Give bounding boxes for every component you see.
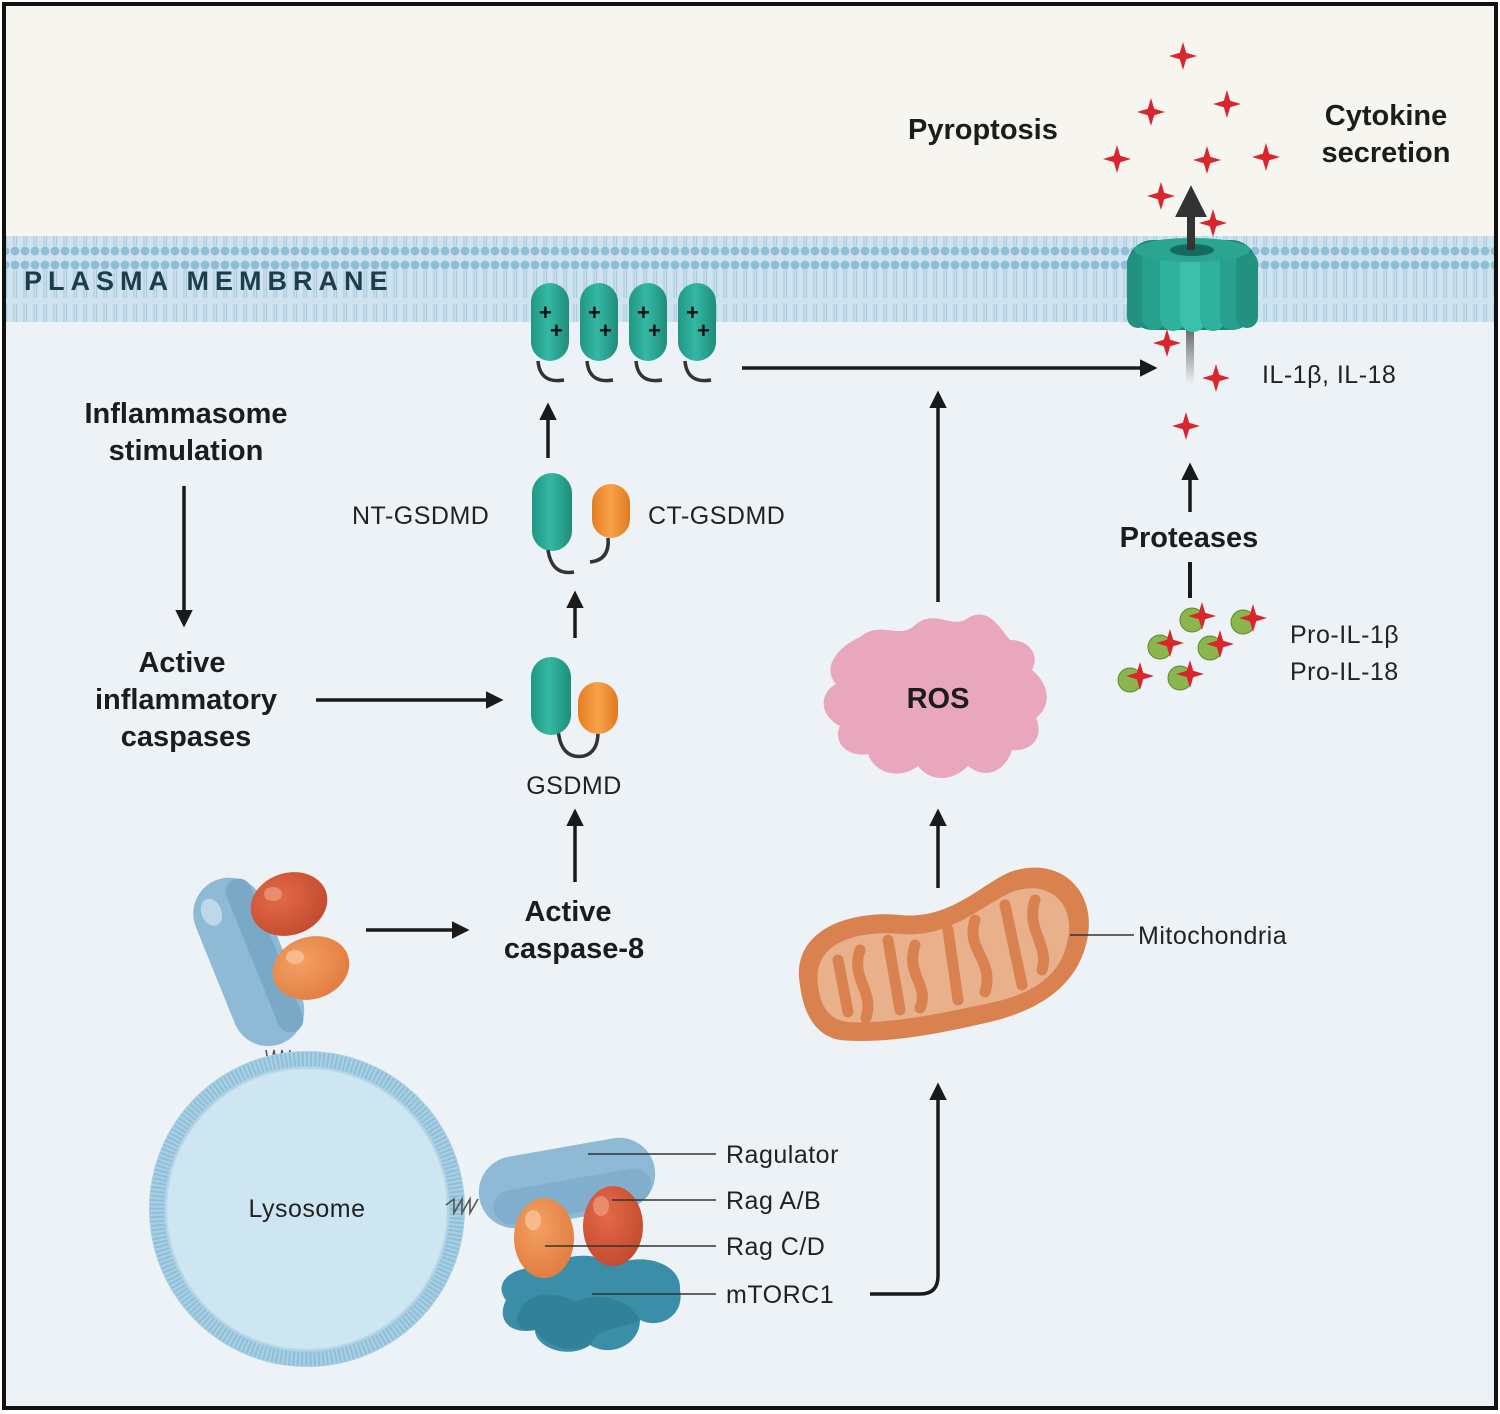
ros-cloud xyxy=(823,614,1047,778)
pro-il-18-label: Pro-IL-18 xyxy=(1290,658,1399,686)
rag-cd-label: Rag C/D xyxy=(726,1233,825,1261)
cytokine-secretion-label-line2: secretion xyxy=(1322,137,1451,169)
nt-gsdmd-label: NT-GSDMD xyxy=(352,502,489,530)
ragulator-caspase8-complex xyxy=(193,872,350,1073)
active-caspases-label-line1: Active xyxy=(138,647,225,679)
pro-il-1b-label: Pro-IL-1β xyxy=(1290,621,1399,649)
gsdmd-pore-unit: + + xyxy=(678,283,716,383)
svg-text:+: + xyxy=(697,318,710,343)
svg-text:+: + xyxy=(539,300,552,325)
lysosome xyxy=(149,1051,465,1367)
svg-text:+: + xyxy=(588,300,601,325)
mitochondria-label: Mitochondria xyxy=(1138,922,1287,950)
gsdmd-cleaved-protein xyxy=(532,473,630,575)
active-caspases-label-line3: caspases xyxy=(121,721,252,753)
ros-label: ROS xyxy=(907,683,970,715)
gsdmd-full-protein xyxy=(531,657,618,759)
gsdmd-pore-unit: + + xyxy=(531,283,569,383)
mtorc1-label: mTORC1 xyxy=(726,1281,834,1309)
ragulator-label: Ragulator xyxy=(726,1141,839,1169)
lysosome-label: Lysosome xyxy=(248,1195,365,1223)
svg-text:+: + xyxy=(637,300,650,325)
gsdmd-pores: + + + + + + + + xyxy=(531,283,716,383)
active-caspases-label-line2: inflammatory xyxy=(95,684,277,716)
cytokine-secretion-label-line1: Cytokine xyxy=(1325,100,1447,132)
mitochondria-organelle xyxy=(798,867,1089,1042)
rag-ab-label: Rag A/B xyxy=(726,1187,821,1215)
extracellular-space xyxy=(4,4,1496,242)
il-label: IL-1β, IL-18 xyxy=(1262,361,1396,389)
plasma-membrane-label: PLASMA MEMBRANE xyxy=(24,266,394,296)
pyroptosis-label: Pyroptosis xyxy=(908,114,1058,146)
gsdmd-pore-unit: + + xyxy=(580,283,618,383)
gsdmd-pore-unit: + + xyxy=(629,283,667,383)
svg-text:+: + xyxy=(599,318,612,343)
svg-text:+: + xyxy=(648,318,661,343)
svg-text:+: + xyxy=(550,318,563,343)
ct-gsdmd-label: CT-GSDMD xyxy=(648,502,785,530)
inflammasome-label-line1: Inflammasome xyxy=(84,398,287,430)
gsdmd-label: GSDMD xyxy=(526,772,622,800)
arrow-mtorc1-to-mitochondria xyxy=(870,1082,947,1296)
svg-text:+: + xyxy=(686,300,699,325)
proteases-label: Proteases xyxy=(1120,522,1259,554)
caspase8-label-line2: caspase-8 xyxy=(504,933,644,965)
inflammasome-label-line2: stimulation xyxy=(109,435,264,467)
caspase8-label-line1: Active xyxy=(524,896,611,928)
pro-cytokines xyxy=(1117,602,1267,693)
gasdermin-pore-channel xyxy=(1127,185,1258,384)
